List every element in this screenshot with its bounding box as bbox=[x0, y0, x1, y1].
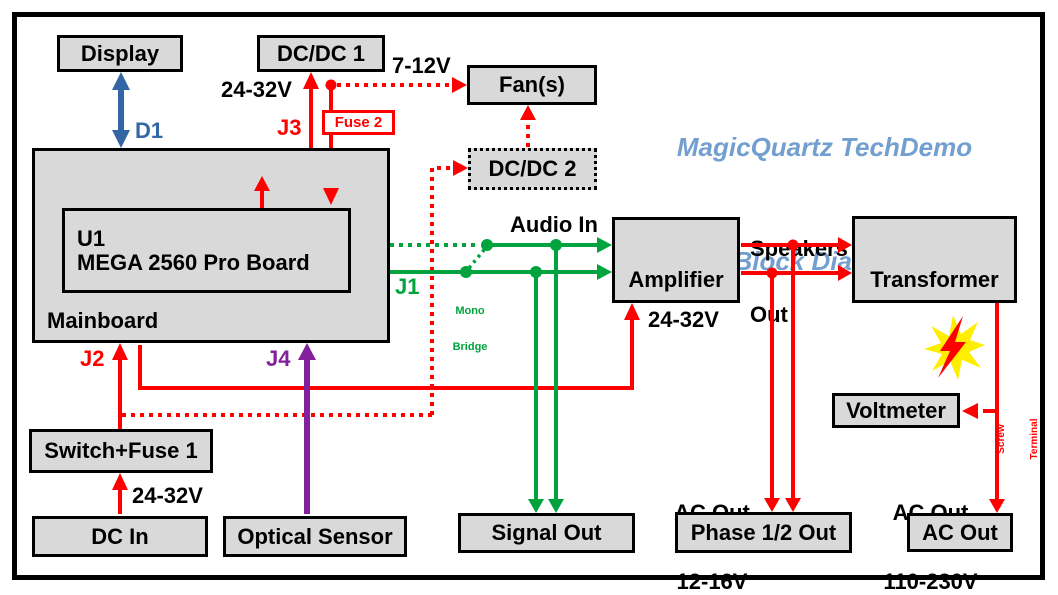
phase-out-box: Phase 1/2 Out bbox=[675, 512, 852, 553]
j3-label: J3 bbox=[277, 115, 302, 140]
j2-label: J2 bbox=[80, 346, 105, 371]
signal-out-label: Signal Out bbox=[491, 520, 602, 546]
mainboard-label: Mainboard bbox=[47, 307, 159, 333]
dcdc1-voltage-label: 24-32V bbox=[221, 77, 292, 102]
amplifier-voltage-label: 24-32V bbox=[648, 307, 719, 332]
switch-fuse1-box: Switch+Fuse 1 bbox=[29, 429, 213, 473]
audio-in-label: Audio In bbox=[510, 212, 598, 237]
dcdc1-label: DC/DC 1 bbox=[276, 40, 365, 66]
ac-out-box: AC Out bbox=[907, 513, 1013, 552]
amplifier-label: Amplifier bbox=[628, 266, 724, 292]
dc-in-label: DC In bbox=[91, 523, 149, 549]
transformer-label: Transformer bbox=[870, 266, 999, 292]
fuse2-label: Fuse 2 bbox=[334, 113, 383, 131]
dcdc2-label: DC/DC 2 bbox=[488, 156, 577, 182]
optical-sensor-box: Optical Sensor bbox=[223, 516, 407, 557]
dcdc2-box: DC/DC 2 bbox=[468, 148, 597, 190]
fuse2-box: Fuse 2 bbox=[322, 110, 395, 135]
voltmeter-box: Voltmeter bbox=[832, 393, 960, 428]
ac-out-label: AC Out bbox=[922, 519, 998, 545]
switch-fuse1-label: Switch+Fuse 1 bbox=[44, 438, 198, 464]
optical-sensor-label: Optical Sensor bbox=[237, 523, 393, 549]
amplifier-box: Amplifier bbox=[612, 217, 740, 303]
display-label: Display bbox=[80, 40, 160, 66]
title-line1: MagicQuartz TechDemo bbox=[676, 132, 973, 162]
display-box: Display bbox=[57, 35, 183, 72]
transformer-box: Transformer bbox=[852, 216, 1017, 303]
j1-label: J1 bbox=[395, 274, 420, 299]
dcdc1-box: DC/DC 1 bbox=[257, 35, 385, 72]
fan-voltage-label: 7-12V bbox=[392, 53, 451, 78]
dc-in-box: DC In bbox=[32, 516, 208, 557]
fans-label: Fan(s) bbox=[499, 72, 565, 98]
phase-out-label: Phase 1/2 Out bbox=[690, 519, 837, 545]
fans-box: Fan(s) bbox=[467, 65, 597, 105]
voltmeter-label: Voltmeter bbox=[846, 397, 946, 423]
dc-in-voltage-label: 24-32V bbox=[132, 483, 203, 508]
signal-out-box: Signal Out bbox=[458, 513, 635, 553]
d1-label: D1 bbox=[135, 118, 164, 143]
